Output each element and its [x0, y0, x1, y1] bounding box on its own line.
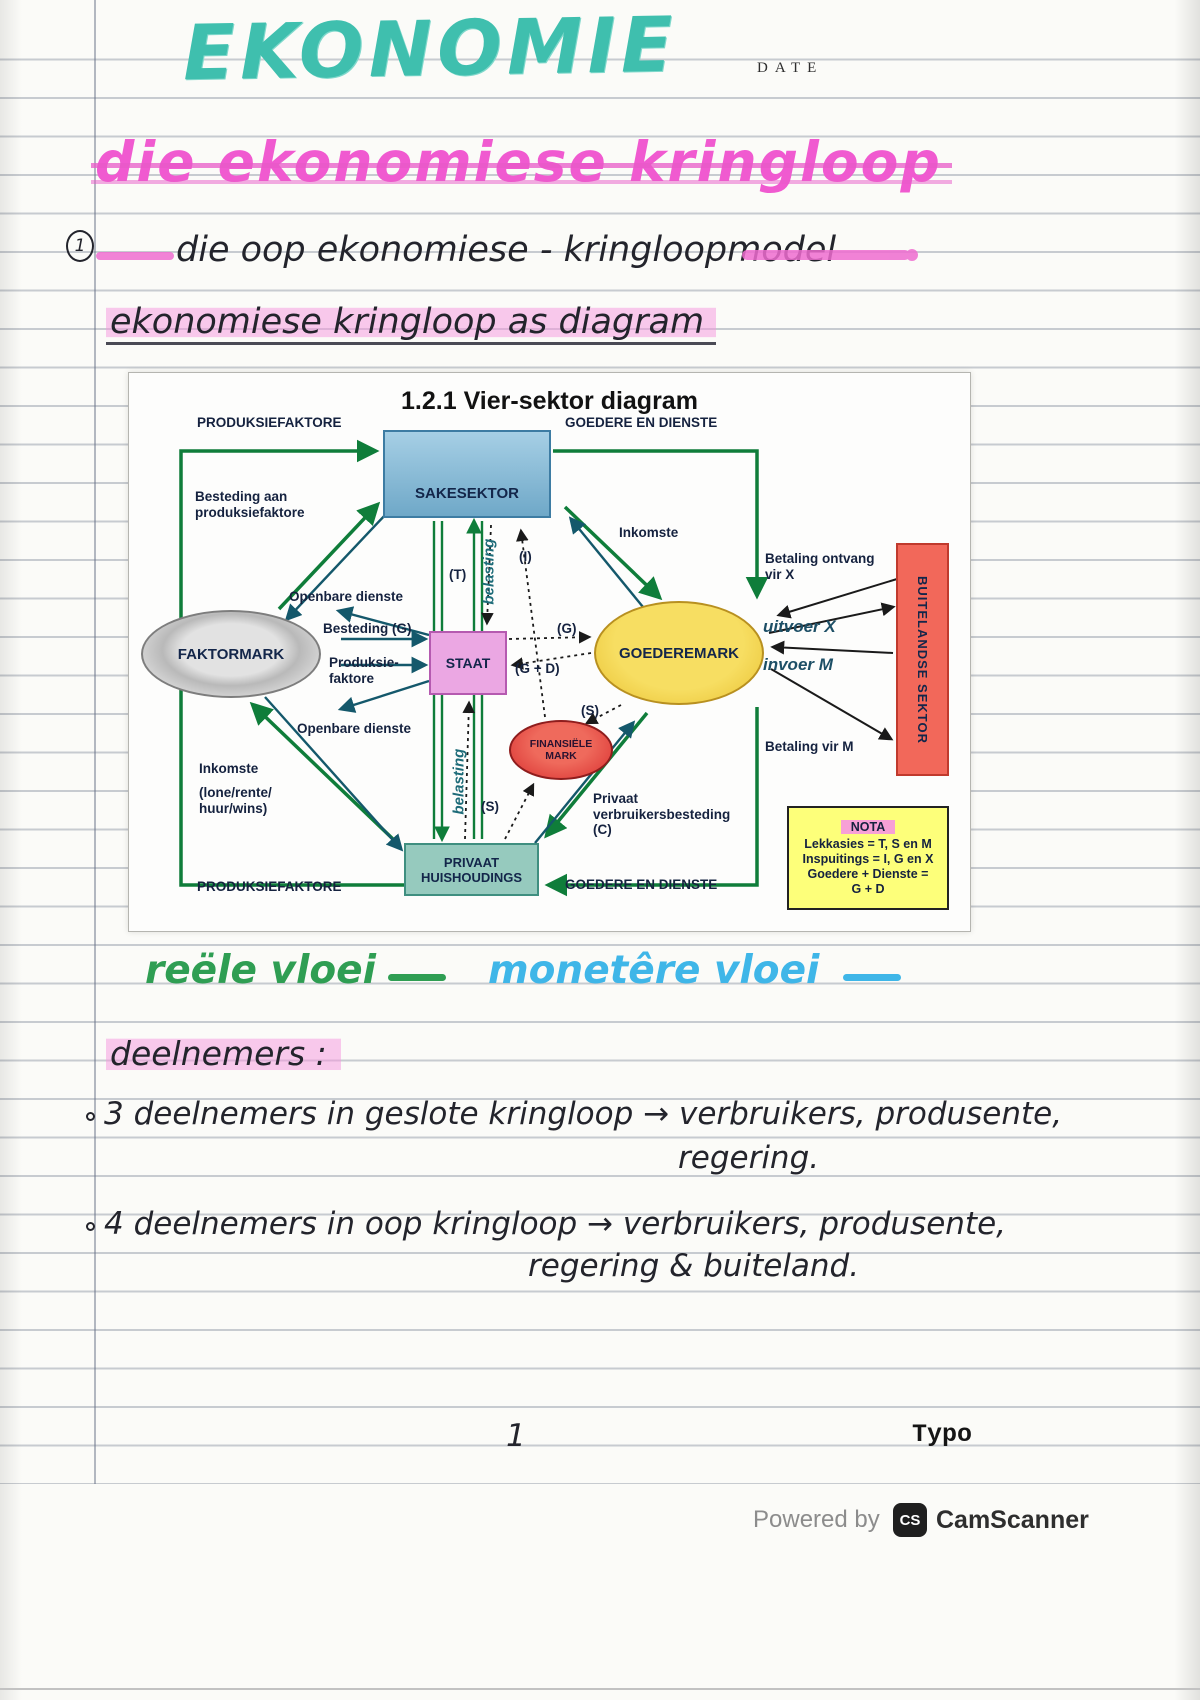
- camscanner-brand: CamScanner: [936, 1506, 1089, 1534]
- date-label: DATE: [757, 60, 824, 76]
- label-goedere-en-dienste-top: GOEDERE EN DIENSTE: [565, 415, 718, 430]
- nota-line: G + D: [851, 882, 885, 896]
- label-g: (G): [557, 621, 577, 636]
- page-bottom-edge: [0, 1688, 1200, 1690]
- note-bullet-2: 4 deelnemers in oop kringloop → verbruik…: [104, 1206, 1007, 1242]
- label-openbare-dienste-bottom: Openbare dienste: [297, 721, 412, 736]
- node-faktormark: FAKTORMARK: [141, 610, 321, 698]
- label-lone-rente-huur-wins: (lone/rente/ huur/wins): [199, 785, 272, 816]
- node-goederemark: GOEDEREMARK: [594, 601, 764, 705]
- label-privaat-verbruikersbesteding: Privaat verbruikersbesteding (C): [593, 791, 731, 838]
- label-openbare-dienste-top: Openbare dienste: [289, 589, 404, 604]
- legend-green-dash: [388, 974, 446, 981]
- heading-kringloop-diagram: ekonomiese kringloop as diagram: [106, 300, 717, 345]
- node-buitelandse-sektor: BUITELANDSE SEKTOR: [896, 543, 949, 776]
- label-produksie-faktore: Produksie-faktore: [329, 655, 399, 686]
- label-s-left: (S): [481, 799, 499, 814]
- label-g-d: (G + D): [515, 661, 560, 676]
- typo-watermark: Typo: [912, 1420, 973, 1449]
- label-goedere-en-dienste-bottom: GOEDERE EN DIENSTE: [565, 877, 718, 892]
- nota-box: NOTA Lekkasies = T, S en M Inspuitings =…: [787, 806, 949, 910]
- label-invoer-m: invoer M: [763, 655, 833, 674]
- bullet-dot: [86, 1112, 95, 1121]
- page-title: EKONOMIE: [182, 0, 679, 98]
- circled-number: 1: [66, 230, 94, 262]
- left-page-edge: [0, 0, 22, 1700]
- label-produksiefaktore-top: PRODUKSIEFAKTORE: [197, 415, 342, 430]
- note-bullet-2-cont: regering & buiteland.: [528, 1248, 860, 1284]
- node-staat: STAAT: [429, 631, 507, 695]
- heading-oop-model: die oop ekonomiese - kringloopmodel: [176, 230, 837, 270]
- heading-deelnemers: deelnemers :: [106, 1032, 341, 1075]
- label-betaling-vir-m: Betaling vir M: [765, 739, 854, 754]
- label-inkomste-top: Inkomste: [619, 525, 679, 540]
- nota-title: NOTA: [840, 820, 896, 834]
- label-t: (T): [449, 567, 467, 582]
- label-belasting-top: belasting: [480, 538, 498, 605]
- legend-monetere-vloei: monetêre vloei: [488, 948, 820, 993]
- legend-blue-dash: [843, 974, 901, 981]
- margin-line: [94, 0, 96, 1484]
- label-inkomste-bottom: Inkomste: [199, 761, 259, 776]
- legend-reele-vloei: reële vloei: [145, 948, 376, 993]
- four-sector-diagram: 1.2.1 Vier-sektor diagram: [128, 372, 971, 932]
- nota-line: Inspuitings = I, G en X: [802, 852, 934, 866]
- diagram-title: 1.2.1 Vier-sektor diagram: [401, 387, 698, 415]
- page-number: 1: [506, 1418, 526, 1454]
- node-finansiele-mark: FINANSIËLE MARK: [509, 720, 613, 780]
- pink-marker-stroke: [742, 249, 918, 261]
- note-bullet-1: 3 deelnemers in geslote kringloop → verb…: [104, 1096, 1063, 1132]
- nota-line: Goedere + Dienste =: [807, 867, 929, 881]
- label-i: (I): [519, 549, 532, 564]
- label-uitvoer-x: uitvoer X: [763, 617, 836, 636]
- node-privaat-huishoudings: PRIVAAT HUISHOUDINGS: [404, 843, 539, 896]
- label-produksiefaktore-bottom: PRODUKSIEFAKTORE: [197, 879, 342, 894]
- camscanner-logo-icon: CS: [893, 1503, 927, 1537]
- note-bullet-1-cont: regering.: [678, 1140, 820, 1176]
- pink-marker-stroke: [96, 252, 174, 260]
- label-besteding-g: Besteding (G): [323, 621, 412, 636]
- label-betaling-ontvang-vir-x: Betaling ontvang vir X: [765, 551, 875, 582]
- page-subtitle: die ekonomiese kringloop: [91, 130, 952, 194]
- right-page-edge: [1174, 0, 1200, 1700]
- powered-by-label: Powered by: [753, 1506, 880, 1533]
- label-s-right: (S): [581, 703, 599, 718]
- label-belasting-bottom: belasting: [450, 748, 468, 815]
- nota-line: Lekkasies = T, S en M: [804, 837, 932, 851]
- bullet-dot: [86, 1222, 95, 1231]
- label-besteding-aan-produksiefaktore: Besteding aan produksiefaktore: [195, 489, 305, 520]
- node-sakesektor: SAKESEKTOR: [383, 430, 551, 518]
